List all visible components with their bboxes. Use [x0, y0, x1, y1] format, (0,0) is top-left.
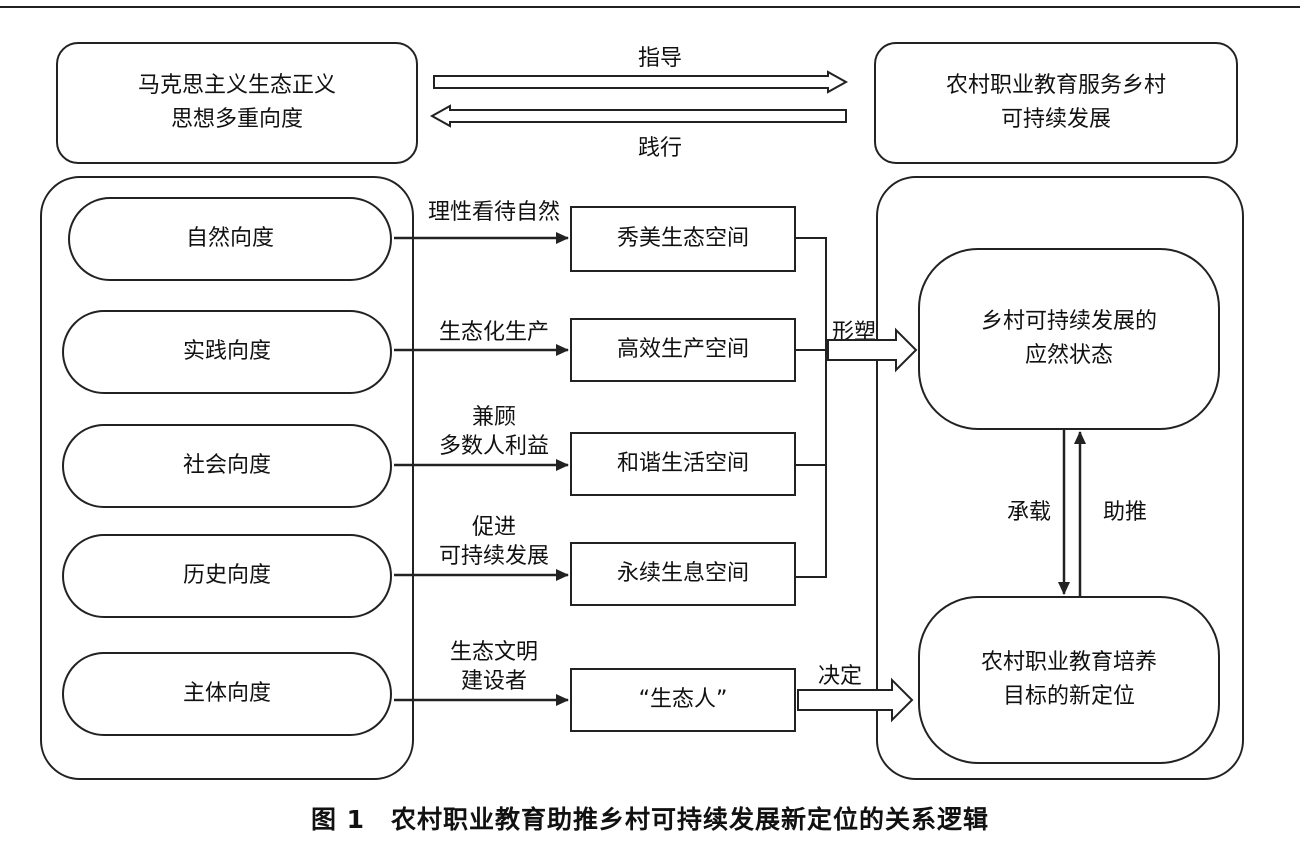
state-box-line1: 乡村可持续发展的 [980, 309, 1157, 334]
rural-box-line2: 可持续发展 [1000, 107, 1111, 132]
edge-label-practice: 生态化生产 [438, 320, 549, 345]
decide-label: 决定 [817, 664, 862, 689]
marxist-box-line1: 马克思主义生态正义 [137, 73, 336, 98]
space-beautiful-ecology: 秀美生态空间 [570, 206, 796, 272]
edge-label-social-2: 多数人利益 [438, 434, 549, 459]
goal-box-line1: 农村职业教育培养 [980, 650, 1157, 675]
dimension-practice: 实践向度 [62, 310, 392, 394]
guide-arrow [433, 70, 849, 94]
push-label: 助推 [1102, 500, 1147, 525]
goal-box-line2: 目标的新定位 [1002, 684, 1135, 709]
right-container [876, 176, 1244, 780]
edge-label-subject-1: 生态文明 [449, 640, 538, 665]
edge-label-historical-2: 可持续发展 [438, 544, 549, 569]
rural-vocational-education-box: 农村职业教育服务乡村 可持续发展 [874, 42, 1238, 164]
marxist-ecological-justice-box: 马克思主义生态正义 思想多重向度 [56, 42, 418, 164]
rural-box-line1: 农村职业教育服务乡村 [945, 73, 1166, 98]
training-goal-box: 农村职业教育培养 目标的新定位 [918, 596, 1220, 764]
shape-arrow [827, 327, 918, 373]
carry-label: 承载 [1006, 500, 1051, 525]
guide-label: 指导 [637, 46, 682, 71]
dimension-natural: 自然向度 [68, 197, 392, 281]
space-harmonious-living: 和谐生活空间 [570, 432, 796, 496]
edge-label-social-1: 兼顾 [471, 405, 516, 430]
dimensions-container [40, 176, 414, 780]
edge-label-subject-2: 建设者 [460, 669, 527, 694]
state-box-line2: 应然状态 [1024, 343, 1113, 368]
space-sustainable-life: 永续生息空间 [570, 542, 796, 606]
dimension-historical: 历史向度 [62, 534, 392, 618]
dimension-subject: 主体向度 [62, 652, 392, 736]
space-ecological-person: “生态人” [570, 668, 796, 732]
practice-label: 践行 [637, 136, 682, 161]
marxist-box-line2: 思想多重向度 [170, 107, 303, 132]
sustainable-development-state-box: 乡村可持续发展的 应然状态 [918, 248, 1220, 430]
practice-arrow [429, 104, 847, 128]
figure-caption: 图 1 农村职业教育助推乡村可持续发展新定位的关系逻辑 [310, 805, 990, 834]
edge-label-historical-1: 促进 [471, 515, 516, 540]
merge-bracket [796, 237, 827, 578]
decide-arrow [797, 677, 914, 723]
top-rule [0, 6, 1300, 8]
space-efficient-production: 高效生产空间 [570, 318, 796, 382]
dimension-social: 社会向度 [62, 424, 392, 508]
edge-label-natural: 理性看待自然 [427, 200, 560, 225]
